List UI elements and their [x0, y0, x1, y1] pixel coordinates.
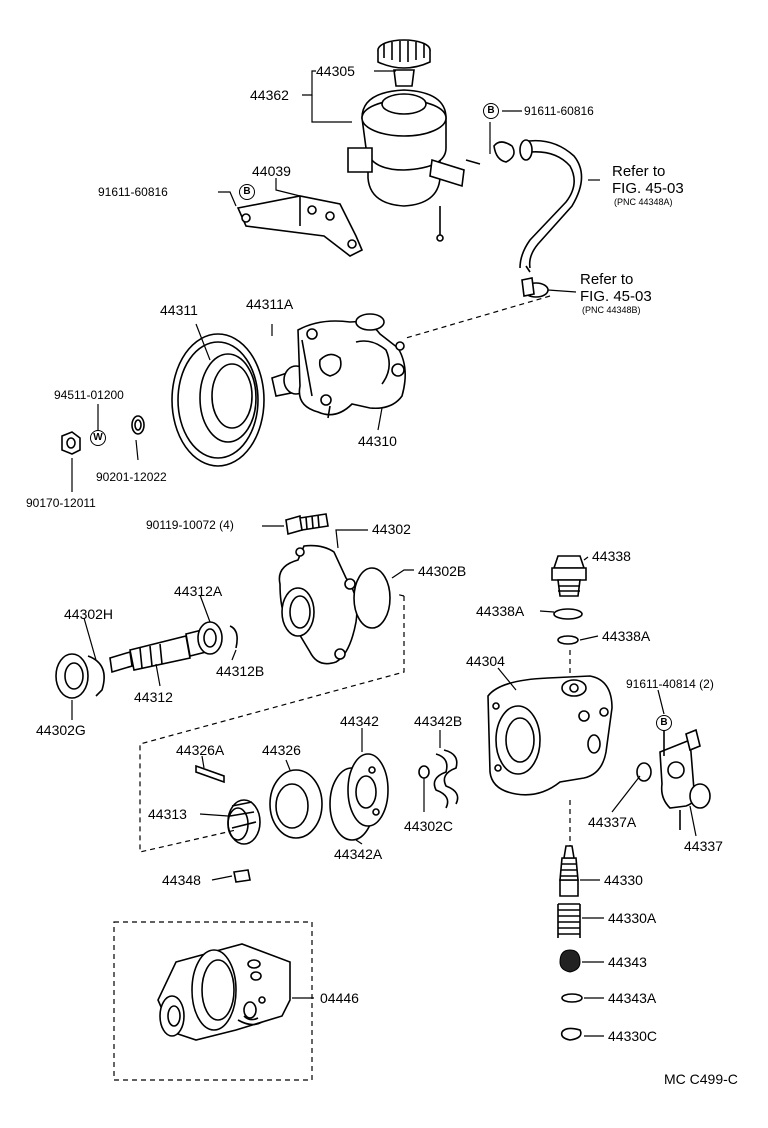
- bolt-symbol-b: B: [483, 103, 499, 119]
- part-label-44326A: 44326A: [176, 742, 225, 758]
- part-label-91611-60816-left: 91611-60816: [98, 185, 168, 199]
- part-label-91611-60816-top: 91611-60816: [524, 104, 594, 118]
- part-label-44311A: 44311A: [246, 296, 294, 312]
- part-label-44342A: 44342A: [334, 846, 383, 862]
- bolt-symbol-b: B: [656, 715, 672, 731]
- pulley: [171, 333, 265, 467]
- part-label-90201-12022: 90201-12022: [96, 470, 167, 484]
- part-label-44304: 44304: [466, 653, 505, 669]
- part-label-44312: 44312: [134, 689, 173, 705]
- part-label-44326: 44326: [262, 742, 301, 758]
- part-label-44343: 44343: [608, 954, 647, 970]
- gasket-kit: [113, 921, 313, 1081]
- refer-label-top-line1: Refer to: [612, 163, 666, 180]
- shaft-assembly: [55, 621, 238, 699]
- part-label-44342: 44342: [340, 713, 379, 729]
- reservoir-tank: [347, 39, 481, 242]
- refer-label-mid-line3: (PNC 44348B): [582, 305, 641, 315]
- part-label-44302C: 44302C: [404, 818, 454, 834]
- leader-lines: [71, 70, 697, 1037]
- part-label-94511-01200: 94511-01200: [54, 388, 124, 402]
- refer-label-mid-line1: Refer to: [580, 271, 634, 288]
- part-label-44330A: 44330A: [608, 910, 657, 926]
- return-hose: [493, 139, 583, 298]
- part-label-44342B: 44342B: [414, 713, 463, 729]
- part-label-44302H: 44302H: [64, 606, 114, 622]
- part-label-44362: 44362: [250, 87, 289, 103]
- part-label-44302G: 44302G: [36, 722, 86, 738]
- bolt: [285, 513, 329, 536]
- dashed-guide-2: [395, 593, 405, 597]
- refer-label-top-line3: (PNC 44348A): [614, 197, 673, 207]
- rear-housing: [487, 675, 613, 796]
- bolt-symbol-b: B: [239, 184, 255, 200]
- part-label-44343A: 44343A: [608, 990, 657, 1006]
- part-label-44310: 44310: [358, 433, 397, 449]
- part-label-91611-40814: 91611-40814 (2): [626, 677, 714, 691]
- valve-stack: [551, 555, 587, 1041]
- part-label-44312A: 44312A: [174, 583, 223, 599]
- part-label-44338A-1: 44338A: [476, 603, 525, 619]
- dashed-guide: [139, 596, 405, 853]
- bracket: [236, 195, 364, 257]
- part-label-44305: 44305: [316, 63, 355, 79]
- part-label-90119-10072: 90119-10072 (4): [146, 518, 234, 532]
- front-housing: [278, 544, 391, 665]
- part-label-44338A-2: 44338A: [602, 628, 651, 644]
- part-label-44312B: 44312B: [216, 663, 265, 679]
- nut-and-washers: [61, 415, 145, 455]
- diagram-reference-code: MC C499-C: [664, 1071, 738, 1087]
- part-label-44338: 44338: [592, 548, 631, 564]
- part-label-44330: 44330: [604, 872, 643, 888]
- part-label-44337A: 44337A: [588, 814, 637, 830]
- rotor-set: [195, 749, 459, 883]
- part-label-44302B: 44302B: [418, 563, 467, 579]
- flow-control-fitting: [636, 728, 711, 830]
- refer-label-mid-line2: FIG. 45-03: [580, 288, 652, 305]
- refer-label-top-line2: FIG. 45-03: [612, 180, 684, 197]
- part-label-90170-12011: 90170-12011: [26, 496, 96, 510]
- part-label-44302: 44302: [372, 521, 411, 537]
- part-label-44311: 44311: [160, 302, 198, 318]
- part-label-04446: 04446: [320, 990, 359, 1006]
- part-label-44330C: 44330C: [608, 1028, 658, 1044]
- part-label-44313: 44313: [148, 806, 187, 822]
- part-label-44337: 44337: [684, 838, 723, 854]
- part-label-44348: 44348: [162, 872, 201, 888]
- part-label-44039: 44039: [252, 163, 291, 179]
- pump-assembly: [271, 313, 406, 419]
- washer-symbol-w: W: [90, 430, 106, 446]
